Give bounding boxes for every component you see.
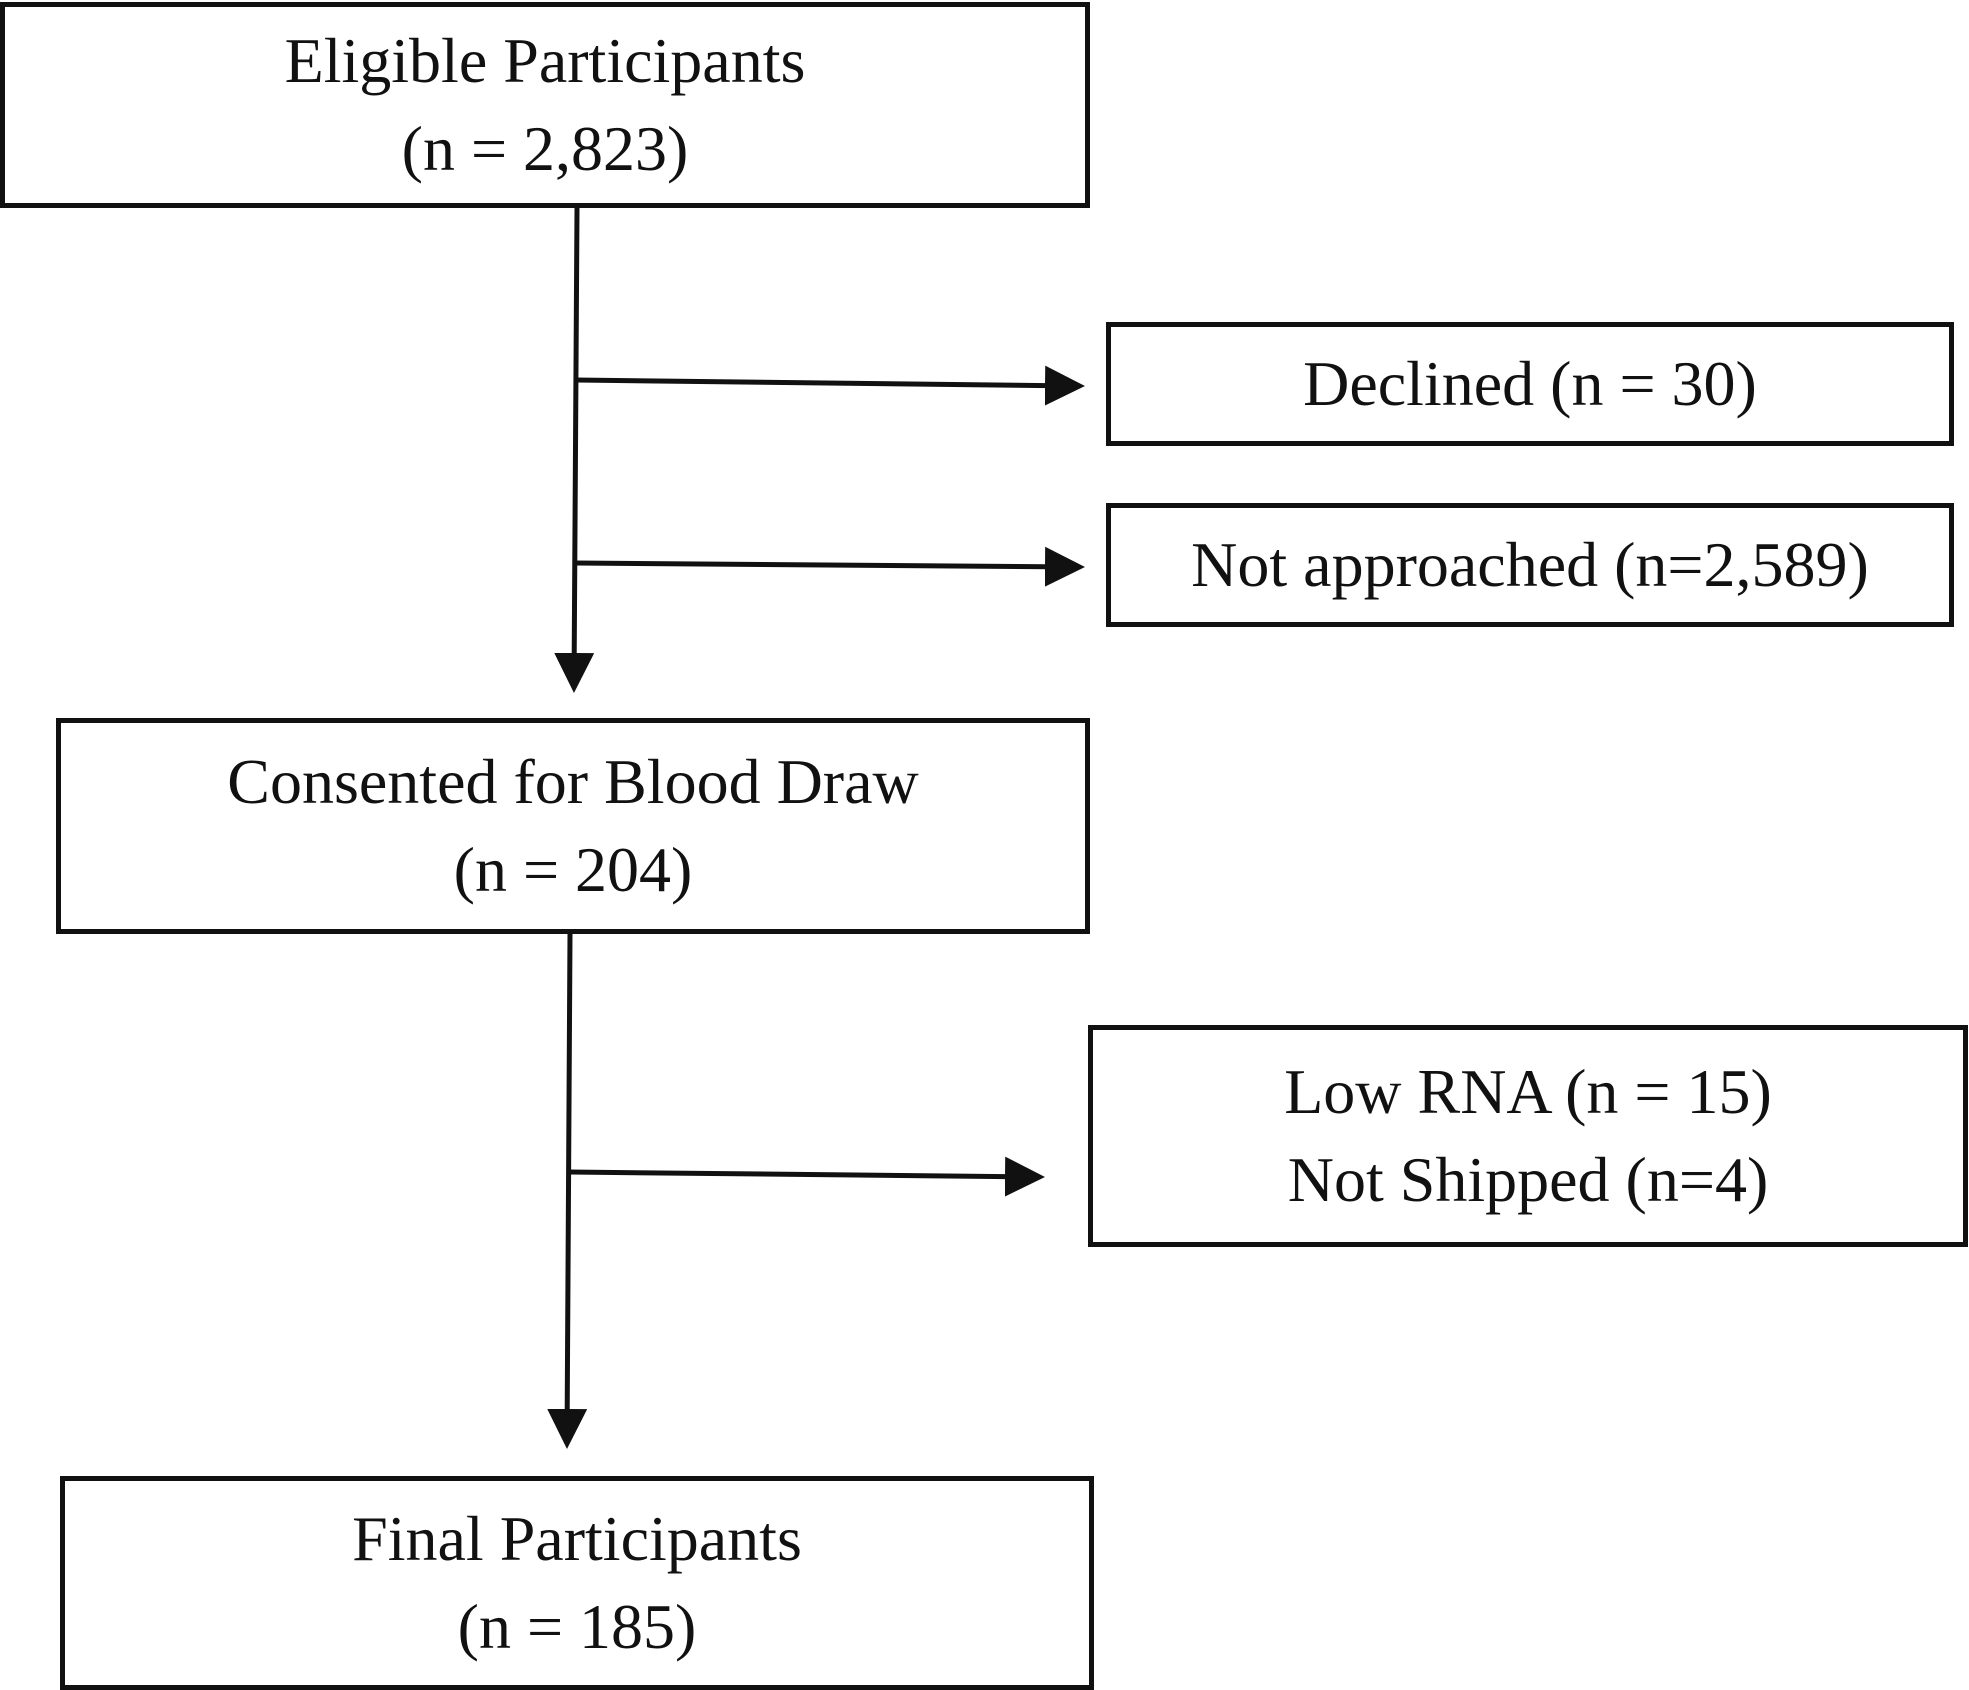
low-rna-label: Low RNA (n = 15): [1284, 1056, 1772, 1127]
declined-label: Declined (n = 30): [1303, 348, 1757, 419]
final-participants-box: Final Participants (n = 185): [60, 1476, 1094, 1690]
not-approached-box: Not approached (n=2,589): [1106, 503, 1954, 627]
arrow-to-not-approached: [574, 546, 1085, 587]
arrow-eligible-to-consented: [554, 207, 595, 693]
not-shipped-label: Not Shipped (n=4): [1287, 1144, 1769, 1215]
arrow-to-excluded: [568, 1156, 1045, 1197]
arrow-to-declined: [575, 365, 1085, 406]
not-approached-label: Not approached (n=2,589): [1191, 529, 1869, 600]
final-participants-label: Final Participants: [352, 1503, 802, 1574]
excluded-box: Low RNA (n = 15) Not Shipped (n=4): [1088, 1025, 1968, 1247]
arrow-consented-to-final: [547, 933, 588, 1449]
consented-label: Consented for Blood Draw: [227, 746, 919, 817]
final-participants-count: (n = 185): [457, 1591, 697, 1662]
consented-box: Consented for Blood Draw (n = 204): [56, 718, 1090, 934]
consented-count: (n = 204): [453, 834, 693, 905]
eligible-participants-count: (n = 2,823): [401, 113, 689, 184]
eligible-participants-box: Eligible Participants (n = 2,823): [0, 2, 1090, 208]
declined-box: Declined (n = 30): [1106, 322, 1954, 446]
eligible-participants-label: Eligible Participants: [284, 25, 806, 96]
